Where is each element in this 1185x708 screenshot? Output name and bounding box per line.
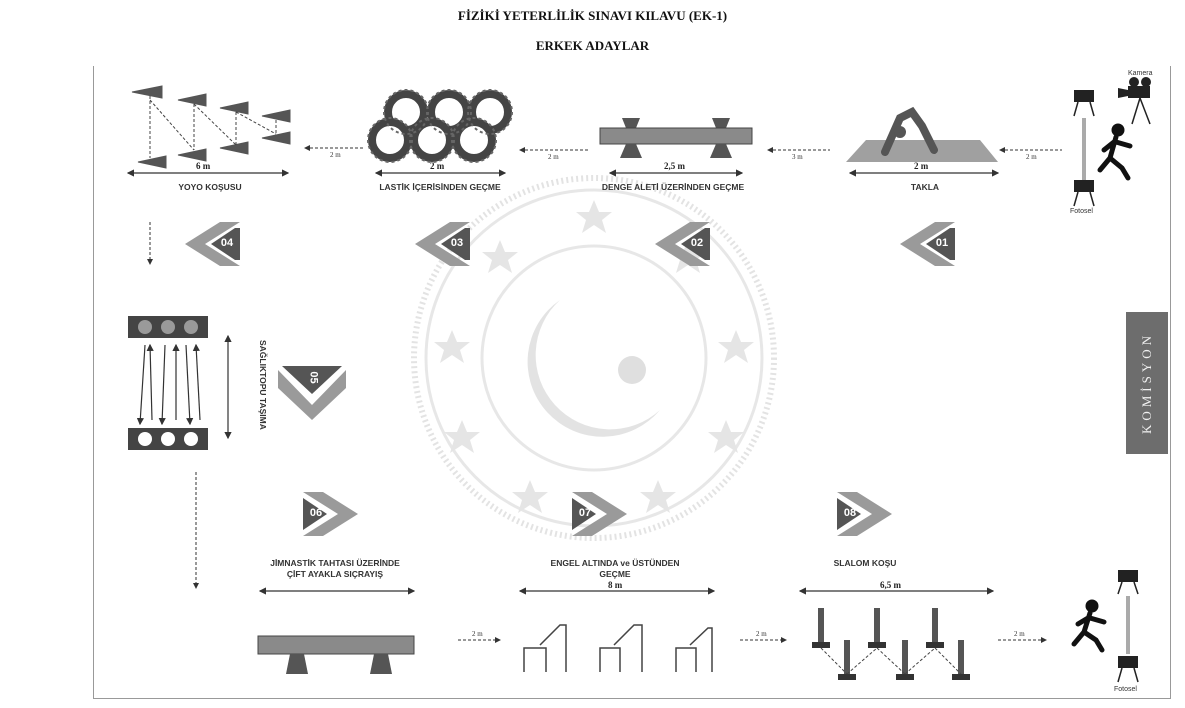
gym-bench [257, 635, 415, 674]
station-3-length: 2 m [430, 161, 445, 171]
chevron-arrow-icon [900, 222, 955, 266]
camera-icon [1118, 77, 1151, 125]
station-7-label: ENGEL ALTINDA ve ÜSTÜNDEN GEÇME [520, 558, 710, 580]
station-6-label-line1: JİMNASTİK TAHTASI ÜZERİNDE [270, 558, 400, 568]
station-5-number: 05 [307, 371, 320, 384]
chevron-arrow-icon [278, 366, 346, 420]
gap-end: 2 m [1014, 630, 1025, 638]
station-4-length: 6 m [196, 161, 211, 171]
station-4-label: YOYO KOŞUSU [178, 182, 242, 192]
gap-2-3: 2 m [548, 153, 559, 161]
station-7-number: 07 [578, 507, 592, 519]
gap-3-4: 2 m [330, 151, 341, 159]
station-8-length: 6,5 m [880, 580, 901, 590]
station-5-label: SAĞLIKTOPU TAŞIMA [258, 340, 268, 430]
runner-icon [1097, 123, 1133, 181]
chevron-arrow-icon [837, 492, 892, 536]
hurdles [523, 624, 713, 672]
chevron-arrow-icon [185, 222, 240, 266]
ministry-seal-icon [411, 175, 777, 541]
station-6-number: 06 [309, 507, 323, 519]
page-subtitle: ERKEK ADAYLAR [535, 38, 650, 53]
page-title: FİZİKİ YETERLİLİK SINAVI KILAVU (EK-1) [457, 8, 728, 23]
station-3-label: LASTİK İÇERİSİNDEN GEÇME [379, 182, 501, 192]
station-6-label-line2: ÇİFT AYAKLA SIÇRAYIŞ [286, 569, 384, 579]
balance-beam [599, 118, 753, 158]
station-6-label: JİMNASTİK TAHTASI ÜZERİNDE ÇİFT AYAKLA S… [250, 558, 420, 580]
station-7-label-line2: GEÇME [599, 569, 631, 579]
station-2-number: 02 [690, 237, 704, 249]
photocell-bottom-label: Fotosel [1114, 686, 1137, 693]
slalom-poles [812, 608, 970, 680]
station-1-length: 2 m [914, 161, 929, 171]
station-1-number: 01 [935, 237, 949, 249]
chevron-arrow-icon [572, 492, 627, 536]
photocell-top-label: Fotosel [1070, 208, 1093, 215]
komisyon-label: KOMİSYON [1139, 331, 1154, 435]
chevron-arrow-icon [303, 492, 358, 536]
station-2-label: DENGE ALETİ ÜZERİNDEN GEÇME [601, 182, 745, 192]
medicine-ball-racks [128, 316, 208, 450]
gap-1-2: 3 m [792, 153, 803, 161]
gap-start: 2 m [1026, 153, 1037, 161]
station-7-length: 8 m [608, 580, 623, 590]
runner-icon [1071, 599, 1107, 653]
station-3-number: 03 [450, 237, 464, 249]
chevron-arrow-icon [655, 222, 710, 266]
tires [367, 89, 513, 163]
komisyon-panel: KOMİSYON [1126, 312, 1168, 454]
photocell-icon [1117, 570, 1139, 683]
station-1-label: TAKLA [910, 182, 940, 192]
photocell-icon [1073, 90, 1095, 207]
station-4-number: 04 [220, 237, 234, 249]
roll-mat [846, 106, 998, 162]
yoyo-cones [131, 85, 291, 169]
course-frame [93, 66, 1171, 699]
gap-6-7: 2 m [472, 630, 483, 638]
station-8-label: SLALOM KOŞU [833, 558, 897, 568]
station-8-number: 08 [843, 507, 857, 519]
chevron-arrow-icon [415, 222, 470, 266]
gap-7-8: 2 m [756, 630, 767, 638]
station-7-label-line1: ENGEL ALTINDA ve ÜSTÜNDEN [550, 558, 680, 568]
camera-label: Kamera [1128, 70, 1153, 77]
station-2-length: 2,5 m [664, 161, 685, 171]
